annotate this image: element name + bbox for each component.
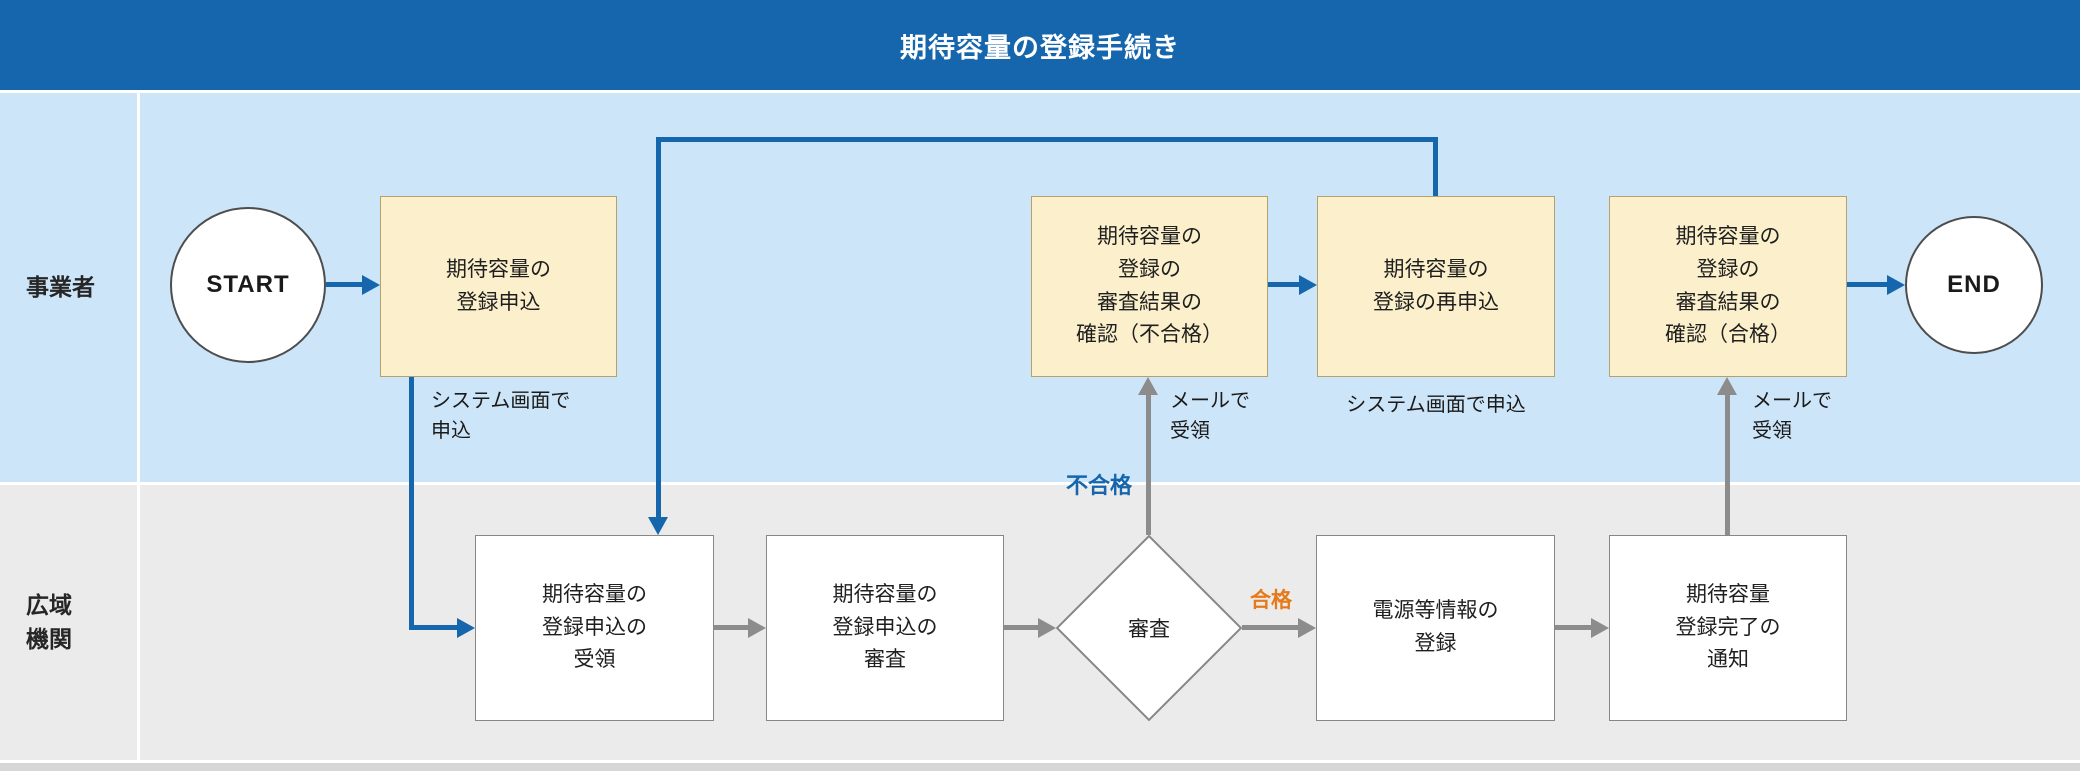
title-bar: 期待容量の登録手続き [0,0,2080,90]
caption-apply-via-system: システム画面で 申込 [431,390,571,442]
branch-label-fail: 不合格 [1065,473,1132,498]
arrow-checkfail-reapply-head [1299,275,1317,295]
lane-operator-label-cell: 事業者 [0,93,137,482]
lane-organization-label: 広域 機関 [26,592,72,652]
arrow-registerinfo-notify-head [1591,618,1609,638]
arrow-decision-checkfail-line [1146,395,1151,535]
caption-mail-receive-pass: メールで 受領 [1752,390,1832,442]
arrow-apply-receive-vline [409,377,414,630]
footer-strip [0,763,2080,771]
node-notify-completion: 期待容量 登録完了の 通知 [1609,535,1847,721]
arrow-examine-decision-head [1038,618,1056,638]
page-title: 期待容量の登録手続き [900,32,1180,63]
arrow-receive-examine-line [714,625,748,630]
decision-label: 審査 [1128,618,1170,641]
arrow-checkpass-end-line [1847,282,1887,287]
arrow-apply-receive-hline [409,625,457,630]
caption-mail-receive-fail: メールで 受領 [1170,390,1250,442]
arrow-checkfail-reapply-line [1268,282,1299,287]
arrow-registerinfo-notify-line [1555,625,1591,630]
start-node: START [170,207,326,363]
node-apply: 期待容量の 登録申込 [380,196,617,377]
arrow-notify-checkpass-head [1717,377,1737,395]
arrow-start-apply-head [362,275,380,295]
node-reapply: 期待容量の 登録の再申込 [1317,196,1555,377]
arrow-decision-checkfail-head [1138,377,1158,395]
lane-organization-label-cell: 広域 機関 [0,485,137,760]
arrow-reapply-loop-vline1 [1433,137,1438,196]
caption-reapply-via-system: システム画面で申込 [1346,394,1526,416]
arrow-checkpass-end-head [1887,275,1905,295]
arrow-notify-checkpass-line [1725,395,1730,535]
arrow-apply-receive-head [457,618,475,638]
branch-label-pass: 合格 [1250,589,1292,612]
arrow-reapply-loop-head [648,517,668,535]
node-examine-application: 期待容量の 登録申込の 審査 [766,535,1004,721]
node-check-result-fail: 期待容量の 登録の 審査結果の 確認（不合格） [1031,196,1268,377]
arrow-decision-registerinfo-head [1298,618,1316,638]
node-check-result-pass: 期待容量の 登録の 審査結果の 確認（合格） [1609,196,1847,377]
node-receive-application: 期待容量の 登録申込の 受領 [475,535,714,721]
end-node: END [1905,216,2043,354]
arrow-decision-registerinfo-line [1242,625,1298,630]
arrow-reapply-loop-vline2 [656,137,661,517]
node-register-power-info: 電源等情報の 登録 [1316,535,1555,721]
lane-operator-label: 事業者 [26,273,95,300]
arrow-receive-examine-head [748,618,766,638]
arrow-examine-decision-line [1004,625,1038,630]
arrow-reapply-loop-hline [656,137,1438,142]
arrow-start-apply-line [326,282,362,287]
